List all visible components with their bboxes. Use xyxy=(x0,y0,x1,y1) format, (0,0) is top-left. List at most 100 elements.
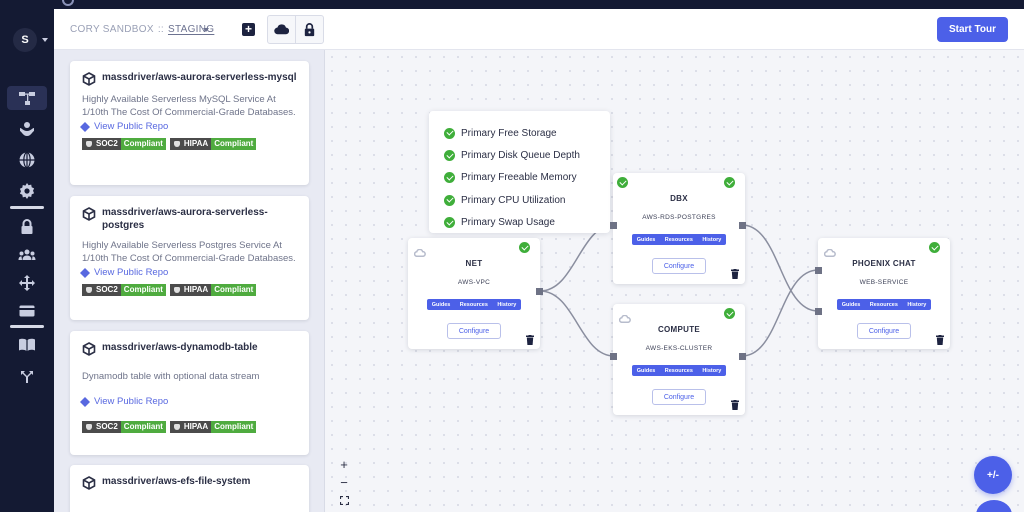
git-icon xyxy=(80,396,90,407)
delete-button[interactable] xyxy=(526,332,534,345)
package-description: Highly Available Serverless MySQL Servic… xyxy=(82,94,296,118)
fit-view-button[interactable] xyxy=(336,492,352,508)
tab-resources[interactable]: Resources xyxy=(664,236,693,243)
port-phoenix-in-1[interactable] xyxy=(815,267,822,274)
nav-billing[interactable] xyxy=(7,299,47,323)
delete-button[interactable] xyxy=(936,332,944,345)
logo-icon xyxy=(62,0,74,6)
tab-guides[interactable]: Guides xyxy=(841,301,861,308)
delete-button[interactable] xyxy=(731,266,739,279)
port-dbx-out[interactable] xyxy=(739,222,746,229)
nav-separator-2 xyxy=(10,325,44,328)
package-card[interactable]: massdriver/aws-aurora-serverless-postgre… xyxy=(70,196,309,320)
tab-history[interactable]: History xyxy=(702,367,722,374)
cloud-icon xyxy=(413,244,426,258)
tab-resources[interactable]: Resources xyxy=(664,367,693,374)
nav-settings[interactable] xyxy=(7,179,47,203)
node-tabs: Guides Resources History xyxy=(837,299,931,310)
add-package-button[interactable]: + xyxy=(242,23,255,36)
diff-fab-button[interactable]: +/- xyxy=(974,456,1012,494)
header-bar: CORY SANDBOX::STAGING + Start Tour xyxy=(54,9,1024,50)
port-net-out[interactable] xyxy=(536,288,543,295)
avatar[interactable]: S xyxy=(13,28,37,52)
package-card[interactable]: massdriver/aws-efs-file-system xyxy=(70,465,309,512)
tab-guides[interactable]: Guides xyxy=(636,236,656,243)
chevron-down-icon[interactable] xyxy=(42,38,48,42)
breadcrumb-org[interactable]: CORY SANDBOX xyxy=(70,24,154,35)
nav-merge[interactable] xyxy=(7,365,47,389)
node-tabs: Guides Resources History xyxy=(427,299,521,310)
nav-diagram[interactable] xyxy=(7,86,47,110)
view-repo-link[interactable]: View Public Repo xyxy=(80,396,299,407)
package-cube-icon xyxy=(82,476,96,490)
node-net[interactable]: NET AWS-VPC Guides Resources History Confi… xyxy=(408,238,540,349)
node-subtitle: WEB-SERVICE xyxy=(859,279,909,286)
configure-button[interactable]: Configure xyxy=(652,389,706,405)
cloud-button[interactable] xyxy=(268,16,295,43)
toolbar-group xyxy=(267,15,324,44)
git-icon xyxy=(80,267,90,278)
nav-users[interactable] xyxy=(7,117,47,141)
tab-history[interactable]: History xyxy=(907,301,927,308)
chat-fab-button[interactable] xyxy=(976,500,1012,512)
configure-button[interactable]: Configure xyxy=(857,323,911,339)
port-dbx-in[interactable] xyxy=(610,222,617,229)
expand-icon xyxy=(339,495,349,505)
trash-icon xyxy=(731,269,739,279)
port-phoenix-in-2[interactable] xyxy=(815,308,822,315)
configure-button[interactable]: Configure xyxy=(447,323,501,339)
trash-icon xyxy=(731,400,739,410)
nav-docs[interactable] xyxy=(7,333,47,357)
package-cube-icon xyxy=(82,342,96,356)
tab-resources[interactable]: Resources xyxy=(869,301,898,308)
nav-globe[interactable] xyxy=(7,148,47,172)
zoom-out-button[interactable]: − xyxy=(340,474,348,490)
package-list[interactable]: massdriver/aws-aurora-serverless-mysql H… xyxy=(54,50,325,512)
tab-history[interactable]: History xyxy=(702,236,722,243)
chevron-down-icon[interactable] xyxy=(203,28,209,32)
nav-team[interactable] xyxy=(7,243,47,267)
alarm-item: Primary Free Storage xyxy=(444,122,610,144)
check-circle-icon xyxy=(444,217,455,229)
lock-button[interactable] xyxy=(295,16,323,43)
zoom-in-button[interactable]: + xyxy=(340,456,348,472)
alarms-tooltip: Primary Free Storage Primary Disk Queue … xyxy=(429,111,610,233)
check-circle-icon xyxy=(444,127,455,139)
port-compute-out[interactable] xyxy=(739,353,746,360)
node-title: DBX xyxy=(670,194,688,203)
breadcrumb: CORY SANDBOX::STAGING xyxy=(70,24,214,35)
panel-divider[interactable] xyxy=(324,50,325,512)
delete-button[interactable] xyxy=(731,397,739,410)
node-subtitle: AWS-VPC xyxy=(457,279,491,286)
node-title: NET xyxy=(465,259,483,268)
tab-history[interactable]: History xyxy=(497,301,517,308)
tab-guides[interactable]: Guides xyxy=(636,367,656,374)
configure-button[interactable]: Configure xyxy=(652,258,706,274)
package-card[interactable]: massdriver/aws-dynamodb-table Dynamodb t… xyxy=(70,331,309,455)
alarm-item: Primary Disk Queue Depth xyxy=(444,144,610,166)
package-card[interactable]: massdriver/aws-aurora-serverless-mysql H… xyxy=(70,61,309,185)
port-compute-in[interactable] xyxy=(610,353,617,360)
nav-deploy[interactable] xyxy=(7,271,47,295)
merge-icon xyxy=(21,371,33,383)
users-hands-icon xyxy=(20,122,34,136)
package-name: massdriver/aws-dynamodb-table xyxy=(102,342,258,353)
view-repo-link[interactable]: View Public Repo xyxy=(80,267,299,278)
view-repo-link[interactable]: View Public Repo xyxy=(80,121,299,132)
check-circle-icon xyxy=(444,194,455,206)
package-description: Highly Available Serverless Postgres Ser… xyxy=(82,240,296,264)
start-tour-button[interactable]: Start Tour xyxy=(937,17,1008,42)
environment-selector[interactable]: STAGING xyxy=(167,24,215,35)
tab-guides[interactable]: Guides xyxy=(431,301,451,308)
alarm-item: Primary Freeable Memory xyxy=(444,167,610,189)
diagram-icon xyxy=(19,92,35,105)
check-circle-icon xyxy=(617,177,628,188)
package-cube-icon xyxy=(82,72,96,86)
nav-security[interactable] xyxy=(7,215,47,239)
tab-resources[interactable]: Resources xyxy=(459,301,488,308)
node-tabs: Guides Resources History xyxy=(632,365,726,376)
